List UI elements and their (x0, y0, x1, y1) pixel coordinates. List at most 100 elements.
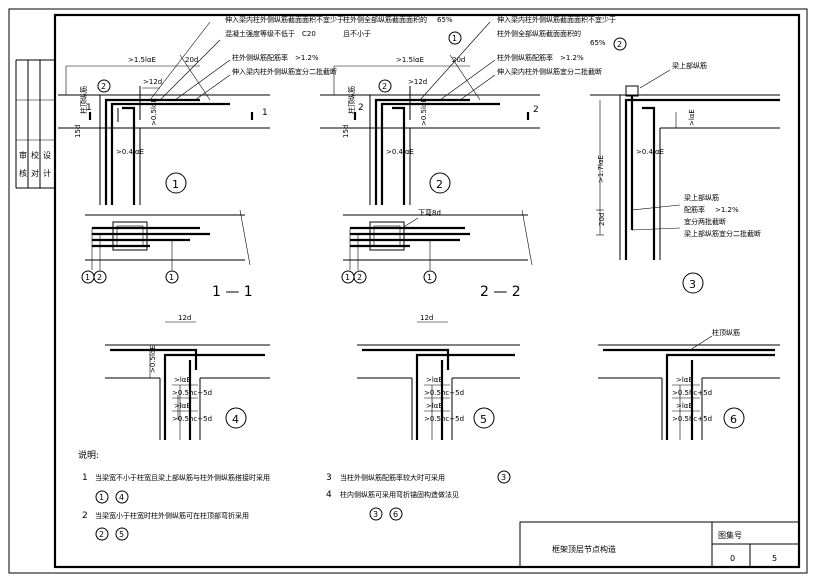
note-body: 柱内侧纵筋可采用弯折锚固构造做法见 (340, 490, 459, 499)
node-5-callout-label: 5 (480, 413, 487, 426)
note-text: 混凝土强度等级不低于 (225, 29, 295, 38)
note-text: 梁上部纵筋 (684, 193, 719, 202)
note-number: 3 (326, 473, 332, 483)
dim-label: >1.7lαE (597, 155, 605, 183)
node-1-callout (165, 172, 187, 194)
section-cut-label: 2 (358, 103, 364, 113)
section-marker-label: 2 (357, 273, 362, 282)
node-1-marker (97, 79, 111, 93)
sheet-label: 图集号 (718, 530, 742, 540)
note-body: 当梁宽小于柱宽时柱外侧纵筋可在柱顶部弯折采用 (95, 511, 249, 520)
note-body: 当梁宽不小于柱宽且梁上部纵筋与柱外侧纵筋搭接时采用 (95, 473, 270, 482)
dim-label: 15d (74, 125, 82, 138)
dim-label: >0.5hc+5d (172, 389, 212, 397)
note-ref-label: 6 (393, 510, 398, 519)
node-4-callout (225, 407, 247, 429)
note-text: 伸入梁内柱外侧纵筋宜分二批截断 (232, 67, 337, 76)
note-text: 梁上部纵筋宜分二批截断 (684, 229, 761, 238)
sheet-number: 0 (730, 554, 735, 563)
dim-label: >lαE (426, 402, 443, 410)
note-text: 伸入梁内柱外侧纵筋截面面积不宜少于 (497, 15, 616, 24)
note-ref-label: 3 (501, 473, 506, 482)
node-3-callout-label: 3 (689, 278, 696, 291)
dim-label: 15d (342, 125, 350, 138)
section-title: 1 — 1 (212, 284, 253, 300)
section-cut-label: 1 (86, 103, 92, 113)
node-1-ref-label: 1 (452, 34, 457, 43)
note-text: 宜分两批截断 (684, 217, 726, 226)
note-text: 柱外侧纵筋配筋率 (497, 53, 553, 62)
strip-label: 对 (31, 168, 39, 178)
dim-label: >lαE (426, 376, 443, 384)
note-ref-label: 5 (119, 530, 124, 539)
node-5-callout (473, 407, 495, 429)
title-block: 框架顶层节点构造 图集号 0 5 (519, 521, 800, 568)
node-2-callout (429, 172, 451, 194)
dim-label: >lαE (174, 376, 191, 384)
node-6-callout (723, 407, 745, 429)
note-text: 柱外侧纵筋配筋率 (232, 53, 288, 62)
node-1-marker-label: 2 (101, 82, 106, 91)
dim-label: 20d (598, 213, 606, 226)
strip-label: 审 (19, 150, 27, 160)
node-3-callout (682, 272, 704, 294)
node-2-detail: 2 2 2 >1.5lαE 20d >12d >0.5lαE >0.4lαE 1… (320, 15, 627, 205)
dim-label: >0.5hc+5d (172, 415, 212, 423)
note-ref-label: 2 (99, 530, 104, 539)
node-2-callout-label: 2 (436, 178, 443, 191)
note-ref-label: 1 (99, 493, 104, 502)
note-text: 65% (437, 16, 453, 24)
note-ref-circle (95, 490, 109, 504)
note-ref-circle (389, 507, 403, 521)
notes-heading: 说明: (78, 449, 99, 461)
dim-label: >0.5hc+5d (424, 389, 464, 397)
dim-label: >0.5lαE (420, 98, 428, 126)
note-number: 4 (326, 490, 332, 500)
left-binding-strip: 审 核 校 对 设 计 (15, 59, 55, 189)
node-2-marker (378, 79, 392, 93)
note-ref-circle (369, 507, 383, 521)
note-text: 伸入梁内柱外侧纵筋截面面积不宜少于 (225, 15, 344, 24)
note-ref-label: 3 (373, 510, 378, 519)
dim-label: 20d (452, 56, 465, 64)
dim-label: >lαE (174, 402, 191, 410)
note-text: 柱外侧全部纵筋截面面积的 (497, 29, 581, 38)
dim-label: 柱顶纵筋 (79, 86, 88, 114)
note-ref-circle (115, 527, 129, 541)
note-text: 且不小于 (343, 29, 371, 38)
section-marker-label: 2 (97, 273, 102, 282)
dim-label: >lαE (676, 402, 693, 410)
node-6-callout-label: 6 (730, 413, 737, 426)
node-2-ref-label: 2 (617, 40, 622, 49)
section-cut-label: 1 (262, 108, 268, 118)
node-4-callout-label: 4 (232, 413, 239, 426)
note-number: 2 (82, 511, 88, 521)
note-text: >1.2% (560, 54, 584, 62)
dim-label: >lαE (676, 376, 693, 384)
dim-label: >0.5hc+5d (672, 389, 712, 397)
dim-label: >1.5lαE (396, 56, 424, 64)
note-ref-label: 4 (119, 493, 124, 502)
note-text: 柱外侧全部纵筋截面面积的 (343, 15, 427, 24)
section-1-1: 1 2 1 1 — 1 (81, 209, 253, 300)
node-1-callout-label: 1 (172, 178, 179, 191)
section-marker (423, 270, 437, 284)
node-3-detail: 梁上部纵筋 >lαE >0.4lαE >1.7lαE 20d 梁上部纵筋 配筋率… (590, 61, 780, 294)
node-1-detail: 2 1 1 >1.5lαE 20d >12d >0.5lαE >0.4lαE 1… (58, 15, 462, 205)
note-text: >1.2% (295, 54, 319, 62)
section-2-2: 下弯8d 1 2 1 2 — 2 (341, 208, 533, 300)
note-ref-circle (115, 490, 129, 504)
dim-label: >0.5hc+5d (424, 415, 464, 423)
dim-label: >0.4lαE (636, 148, 664, 156)
section-marker (165, 270, 179, 284)
dim-label: >0.5lαE (149, 345, 157, 373)
notes-section: 说明: 1 当梁宽不小于柱宽且梁上部纵筋与柱外侧纵筋搭接时采用 1 4 2 当梁… (78, 449, 511, 541)
strip-label: 核 (19, 168, 27, 178)
note-text: >1.2% (715, 206, 739, 214)
dim-label: 柱顶纵筋 (347, 86, 356, 114)
dim-label: 12d (420, 314, 433, 322)
note-ref-circle (95, 527, 109, 541)
section-note: 下弯8d (418, 208, 441, 217)
section-marker-label: 1 (427, 273, 432, 282)
dim-label: 梁上部纵筋 (672, 61, 707, 70)
